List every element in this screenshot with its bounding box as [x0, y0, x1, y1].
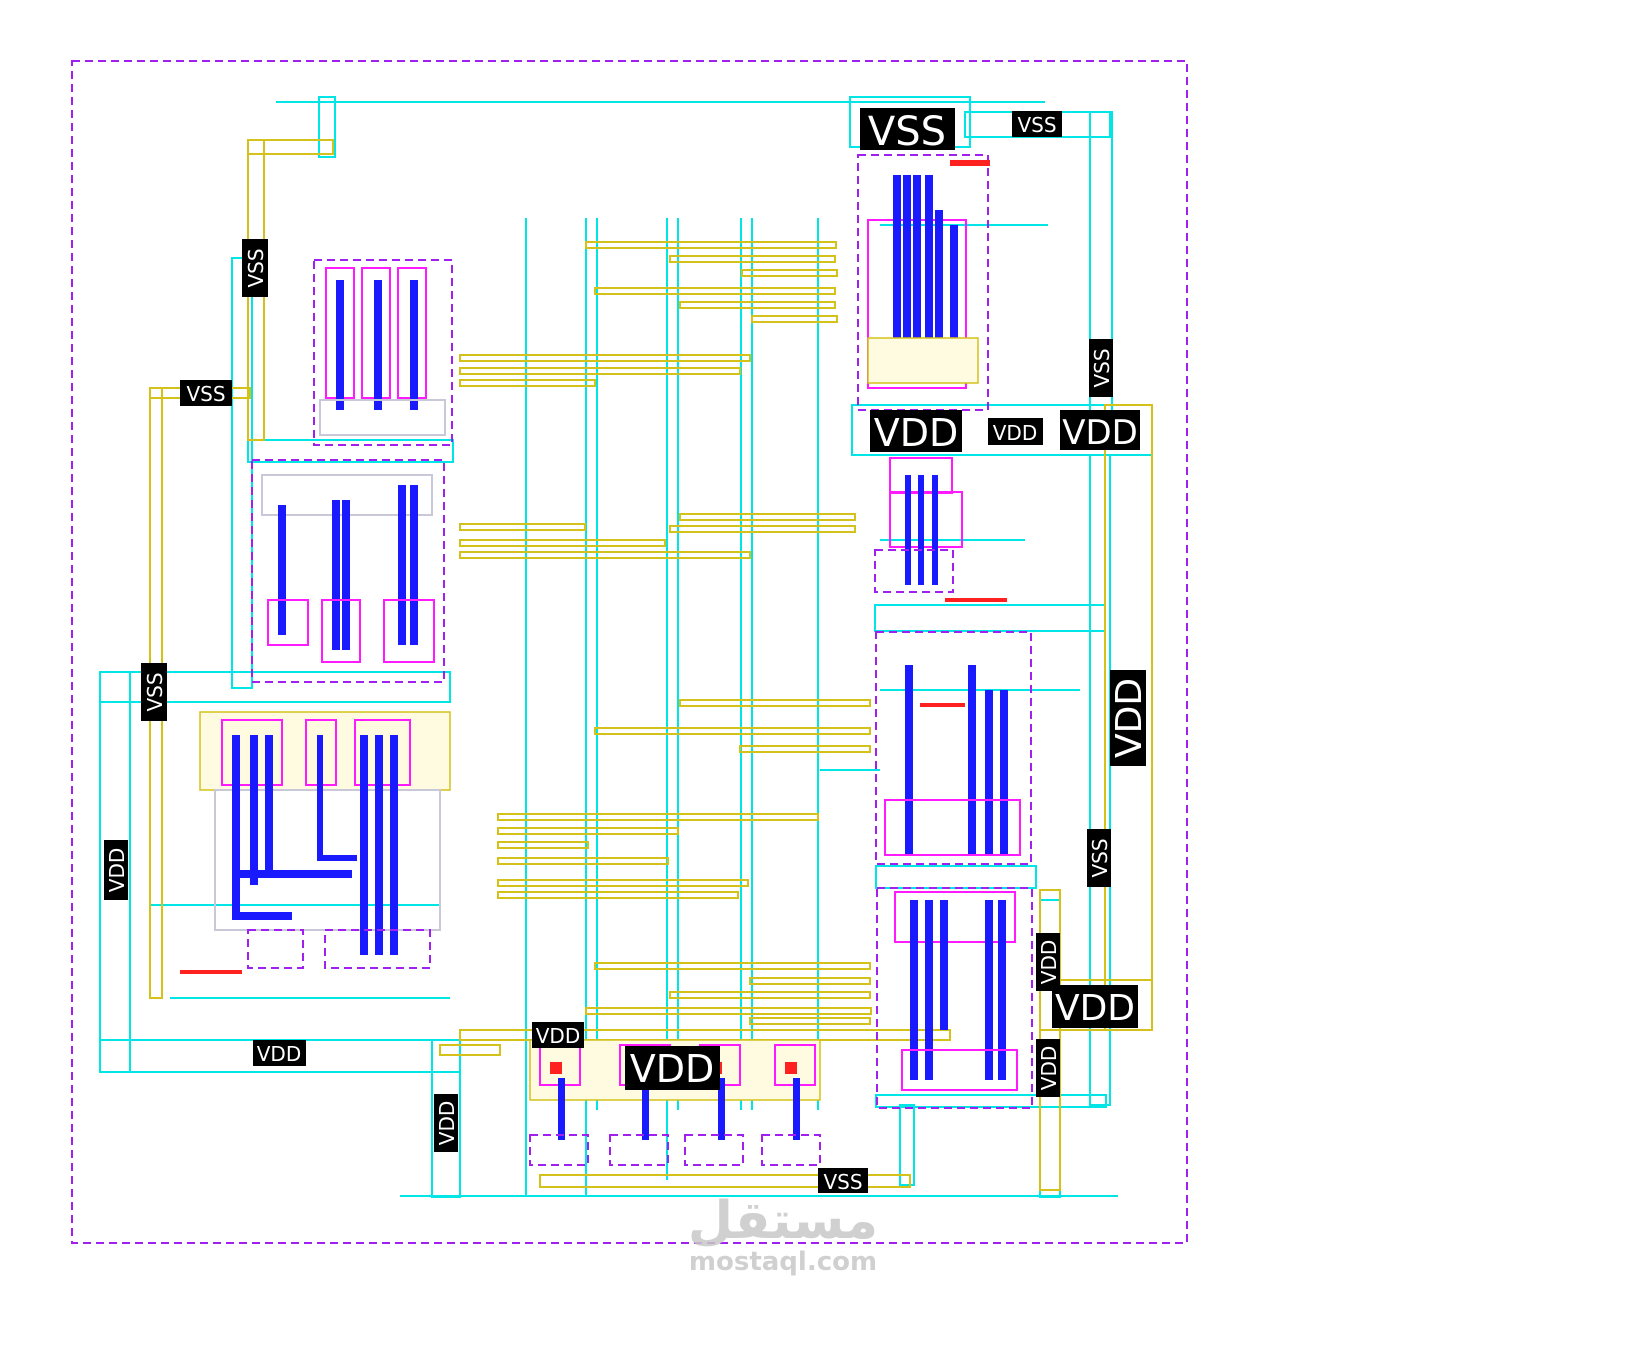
label-vss-top-big: VSS — [860, 108, 955, 155]
label-vss-right-upper: VSS — [1089, 339, 1114, 397]
label-vdd-top-small: VDD — [988, 418, 1043, 445]
svg-text:VDD: VDD — [1037, 1046, 1061, 1090]
svg-text:VDD: VDD — [536, 1024, 580, 1048]
cell-block-mid-right — [874, 457, 1007, 602]
label-vss-top-small: VSS — [1012, 111, 1062, 137]
label-vdd-right-vertical: VDD — [1109, 670, 1150, 766]
label-vdd-bottom-small: VDD — [532, 1022, 584, 1048]
svg-text:mostaql.com: mostaql.com — [689, 1247, 877, 1277]
label-vss-right-lower: VSS — [1087, 829, 1112, 887]
label-vdd-top-right: VDD — [1060, 410, 1140, 453]
svg-text:VDD: VDD — [105, 848, 129, 892]
svg-text:VSS: VSS — [1017, 113, 1056, 137]
svg-text:VSS: VSS — [868, 109, 946, 155]
cell-block-bottom-right — [876, 887, 1033, 1109]
svg-text:VDD: VDD — [1055, 988, 1135, 1029]
svg-text:VDD: VDD — [257, 1042, 301, 1066]
svg-text:VDD: VDD — [1109, 678, 1150, 758]
svg-text:مستقل: مستقل — [688, 1191, 878, 1251]
cell-block-bottom-left — [180, 711, 451, 974]
label-vss-left-lower: VSS — [141, 663, 167, 721]
svg-text:VSS: VSS — [186, 382, 225, 406]
label-vss-bottom: VSS — [818, 1168, 868, 1194]
svg-text:VDD: VDD — [993, 421, 1037, 445]
svg-text:VDD: VDD — [630, 1047, 715, 1091]
label-vdd-right-low: VDD — [1036, 1039, 1061, 1097]
label-vdd-right-mid: VDD — [1036, 933, 1061, 991]
cell-block-mid-left — [251, 459, 445, 683]
svg-text:VSS: VSS — [1090, 348, 1114, 387]
cell-block-top-left — [313, 259, 453, 446]
cell-block-top-right — [857, 154, 990, 411]
label-vdd-bottom-left: VDD — [253, 1040, 306, 1066]
svg-text:VSS: VSS — [823, 1170, 862, 1194]
label-vdd-top-big: VDD — [870, 410, 962, 455]
svg-text:VDD: VDD — [435, 1101, 459, 1145]
label-vss-left-upper: VSS — [242, 239, 268, 297]
label-vdd-bottom-vertical: VDD — [434, 1094, 459, 1152]
svg-text:VSS: VSS — [1088, 838, 1112, 877]
metal1-routing — [99, 96, 1153, 1198]
label-vdd-right-big: VDD — [1052, 985, 1138, 1029]
cell-block-lower-right — [875, 631, 1032, 865]
label-vdd-bottom-big: VDD — [625, 1046, 720, 1091]
cell-boundary — [71, 60, 1188, 1244]
svg-text:VSS: VSS — [244, 248, 268, 287]
svg-text:VDD: VDD — [1062, 413, 1138, 453]
label-vss-left-mid: VSS — [180, 380, 232, 406]
metal2-routing — [149, 139, 1153, 1191]
svg-text:VDD: VDD — [874, 411, 959, 455]
label-vdd-left-vertical: VDD — [104, 840, 129, 900]
svg-text:VSS: VSS — [143, 672, 167, 711]
watermark: مستقل mostaql.com — [688, 1191, 878, 1277]
svg-text:VDD: VDD — [1037, 940, 1061, 984]
